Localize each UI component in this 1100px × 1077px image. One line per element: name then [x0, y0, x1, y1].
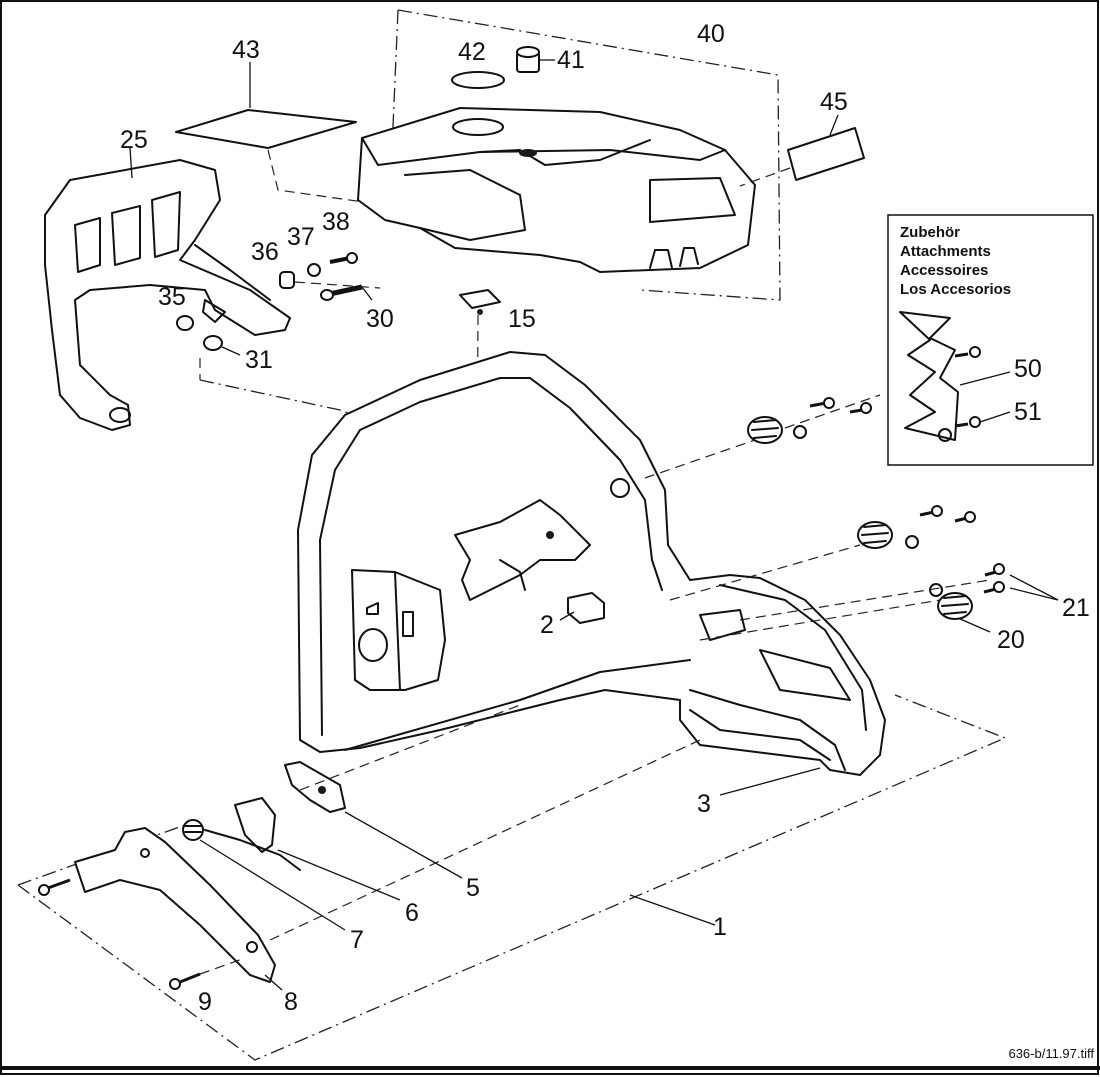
- part-label-40: 40: [697, 20, 725, 48]
- part-label-43: 43: [232, 36, 260, 64]
- part-label-45: 45: [820, 88, 848, 116]
- part-label-50: 50: [1014, 355, 1042, 383]
- accessories-box: Zubehör Attachments Accessoires Los Acce…: [887, 214, 1094, 466]
- nut-35: [176, 315, 194, 331]
- part-label-8: 8: [284, 988, 298, 1016]
- screws-21: [983, 563, 1005, 594]
- legend-line-1: Zubehör: [900, 224, 960, 241]
- decal-45: [787, 127, 865, 181]
- button-15: [459, 289, 501, 315]
- part-label-35: 35: [158, 283, 186, 311]
- legend-line-2: Attachments: [900, 243, 991, 260]
- lever-5: [284, 761, 346, 813]
- spring-7: [182, 819, 204, 841]
- part-label-36: 36: [251, 238, 279, 266]
- part-label-25: 25: [120, 126, 148, 154]
- cap-41: [516, 46, 540, 73]
- spacer-36: [279, 271, 295, 289]
- part-label-37: 37: [287, 223, 315, 251]
- spring-20: [929, 583, 973, 620]
- legend-line-4: Los Accesorios: [900, 281, 1011, 298]
- screw-lower-left: [38, 878, 71, 896]
- part-label-51: 51: [1014, 398, 1042, 426]
- screws-upper: [809, 397, 872, 414]
- part-label-9: 9: [198, 988, 212, 1016]
- part-label-7: 7: [350, 926, 364, 954]
- handle-frame-3: [297, 351, 886, 776]
- front-guard-25: [44, 159, 291, 431]
- part-label-20: 20: [997, 626, 1025, 654]
- bolt-30: [320, 284, 363, 301]
- cover-group-boundary: [391, 9, 781, 301]
- top-cover-40: [357, 107, 756, 273]
- part-label-6: 6: [405, 899, 419, 927]
- part-label-42: 42: [458, 38, 486, 66]
- screw-38: [329, 252, 358, 264]
- part-label-5: 5: [466, 874, 480, 902]
- bumper-spike-50: [899, 311, 959, 441]
- part-label-1: 1: [713, 913, 727, 941]
- trigger-6: [204, 797, 301, 871]
- part-label-30: 30: [366, 305, 394, 333]
- inner-bracket: [454, 499, 591, 601]
- plate-43: [175, 109, 357, 149]
- file-reference: 636-b/11.97.tiff: [1008, 1046, 1094, 1061]
- spring-middle: [857, 505, 976, 549]
- part-label-2: 2: [540, 611, 554, 639]
- part-label-41: 41: [557, 46, 585, 74]
- seal-ring-42: [451, 71, 505, 89]
- block-2: [567, 592, 605, 624]
- part-label-3: 3: [697, 790, 711, 818]
- part-label-38: 38: [322, 208, 350, 236]
- cover-8: [74, 827, 276, 983]
- washer-31: [203, 335, 223, 351]
- part-label-31: 31: [245, 346, 273, 374]
- side-plate: [351, 569, 446, 691]
- spring-upper: [747, 416, 807, 444]
- legend-line-3: Accessoires: [900, 262, 988, 279]
- screw-9: [169, 972, 201, 990]
- part-label-21: 21: [1062, 594, 1090, 622]
- part-label-15: 15: [508, 305, 536, 333]
- washer-37: [307, 263, 321, 277]
